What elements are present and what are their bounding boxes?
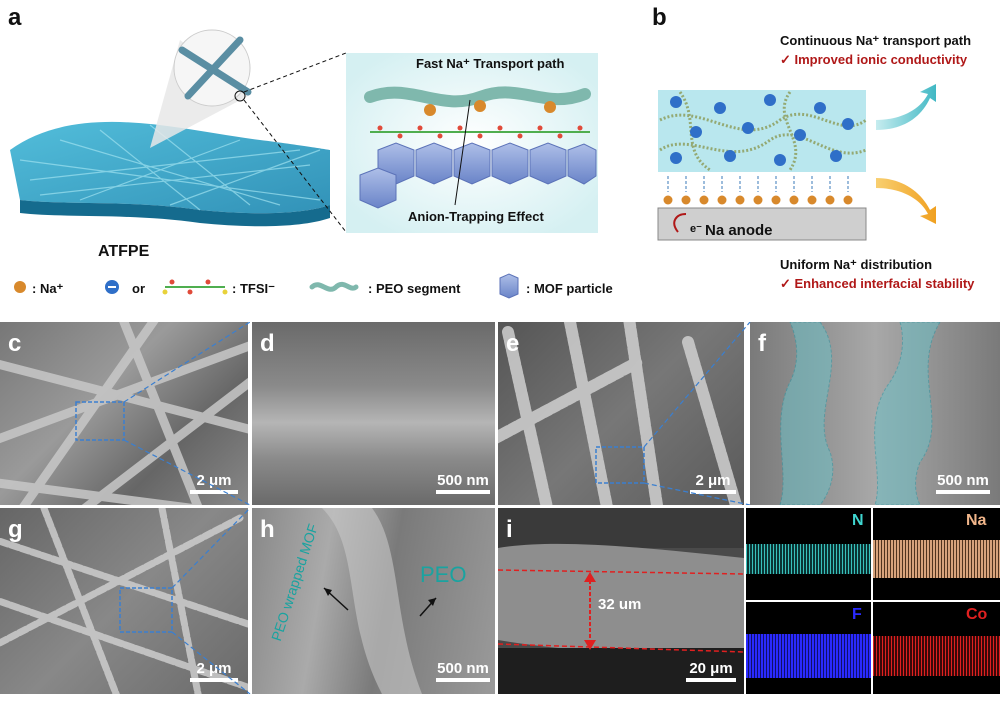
schematic-b-graphic <box>657 84 936 241</box>
atfpe-label: ATFPE <box>98 243 150 260</box>
eds-map-co <box>873 602 1000 694</box>
sem-image-g <box>0 508 248 694</box>
sem-image-c <box>0 322 248 505</box>
legend-or: or <box>132 281 145 296</box>
legend-peo-segment: : PEO segment <box>368 281 461 296</box>
eds-label-f: F <box>852 606 862 623</box>
eds-map-na <box>873 508 1000 600</box>
sem-image-e <box>498 322 744 505</box>
panel-label-g: g <box>8 516 23 543</box>
panel-label-h: h <box>260 516 275 543</box>
eds-label-co: Co <box>966 606 988 623</box>
fast-transport-label: Fast Na⁺ Transport path <box>416 56 565 71</box>
electron-label: e⁻ <box>690 223 702 235</box>
legend-na: : Na⁺ <box>32 281 64 296</box>
eds-map-n <box>746 508 871 600</box>
panel-label-f: f <box>758 330 766 357</box>
sem-image-f <box>750 322 1000 505</box>
sem-image-d <box>252 322 495 505</box>
panel-label-e: e <box>506 330 520 357</box>
zoom-guides-row2 <box>171 508 251 694</box>
scale-bar-f: 500 nm <box>936 472 990 494</box>
continuous-path-label: Continuous Na⁺ transport path <box>780 33 972 48</box>
schematic-a-graphic <box>10 29 598 233</box>
eds-label-n: N <box>852 512 864 529</box>
sem-image-i <box>498 508 744 694</box>
panel-label-b: b <box>652 4 667 31</box>
legend-graphic <box>14 273 519 299</box>
peo-label: PEO <box>420 562 467 587</box>
anion-trapping-label: Anion-Trapping Effect <box>408 209 544 224</box>
scale-bar-i: 20 μm <box>686 660 736 682</box>
thickness-label: 32 um <box>598 596 642 613</box>
eds-map-f <box>746 602 871 694</box>
improved-conductivity-label: ✓ Improved ionic conductivity <box>780 52 968 67</box>
scale-bar-e: 2 μm <box>690 472 736 494</box>
scale-bar-d: 500 nm <box>436 472 490 494</box>
sem-image-h <box>252 508 495 694</box>
zoom-guides-row1 <box>123 322 751 505</box>
panel-label-c: c <box>8 330 22 357</box>
panel-label-i: i <box>506 516 513 543</box>
enhanced-stability-label: ✓ Enhanced interfacial stability <box>780 276 975 291</box>
eds-label-na: Na <box>966 512 987 529</box>
legend-mof-particle: : MOF particle <box>526 281 613 296</box>
uniform-distribution-label: Uniform Na⁺ distribution <box>780 257 933 272</box>
panel-label-d: d <box>260 330 275 357</box>
scale-bar-h: 500 nm <box>436 660 490 682</box>
na-anode-label: Na anode <box>705 222 773 239</box>
scale-bar-c: 2 μm <box>190 472 238 494</box>
panel-label-a: a <box>8 4 22 31</box>
legend-tfsi: : TFSI⁻ <box>232 281 275 296</box>
